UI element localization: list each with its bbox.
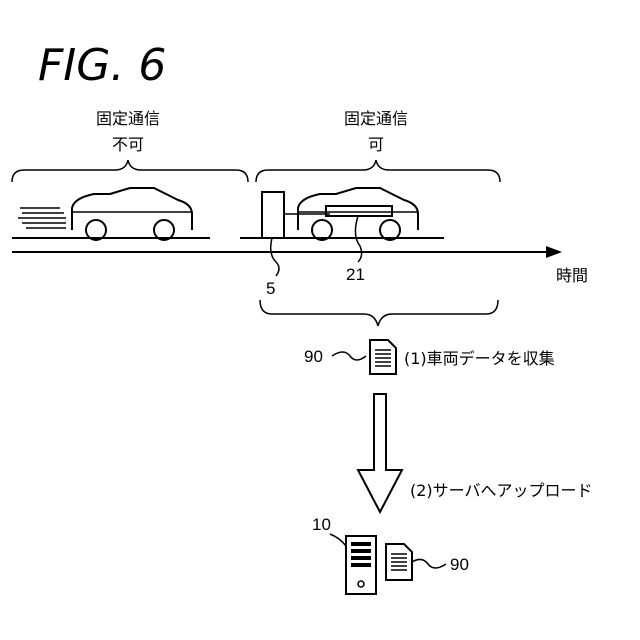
leader-charger [271,238,279,276]
ref-vehicle-data-bottom: 90 [450,555,469,574]
ref-server: 10 [312,515,331,534]
brace-collection-period [260,300,498,326]
phase-connection-line2: 可 [368,135,384,154]
moving-vehicle [72,188,192,240]
uploaded-data-document-icon [386,544,412,580]
server-icon [346,536,376,594]
leader-vehicle-data-bottom [412,559,446,568]
phase-no-connection-line2: 不可 [112,135,144,154]
leader-server [330,534,346,546]
ref-vehicle-data-top: 90 [304,347,323,366]
figure-title: FIG. 6 [38,40,166,91]
vehicle-data-document-icon [370,340,396,374]
step-upload: (2)サーバへアップロード [410,481,593,500]
charging-station [262,192,330,238]
time-axis-label: 時間 [556,266,588,285]
brace-no-connection [12,160,248,182]
phase-no-connection-line1: 固定通信 [96,109,160,128]
leader-vehicle-data-top [332,352,366,360]
onboard-unit [326,206,392,216]
upload-arrow [358,394,402,512]
motion-lines [18,208,66,228]
phase-connection-line1: 固定通信 [344,109,408,128]
time-axis-arrowhead [546,246,562,258]
step-collect: (1)車両データを収集 [404,349,555,368]
ref-charger: 5 [266,279,275,298]
ref-onboard-unit: 21 [346,265,365,284]
brace-connection [256,160,500,182]
